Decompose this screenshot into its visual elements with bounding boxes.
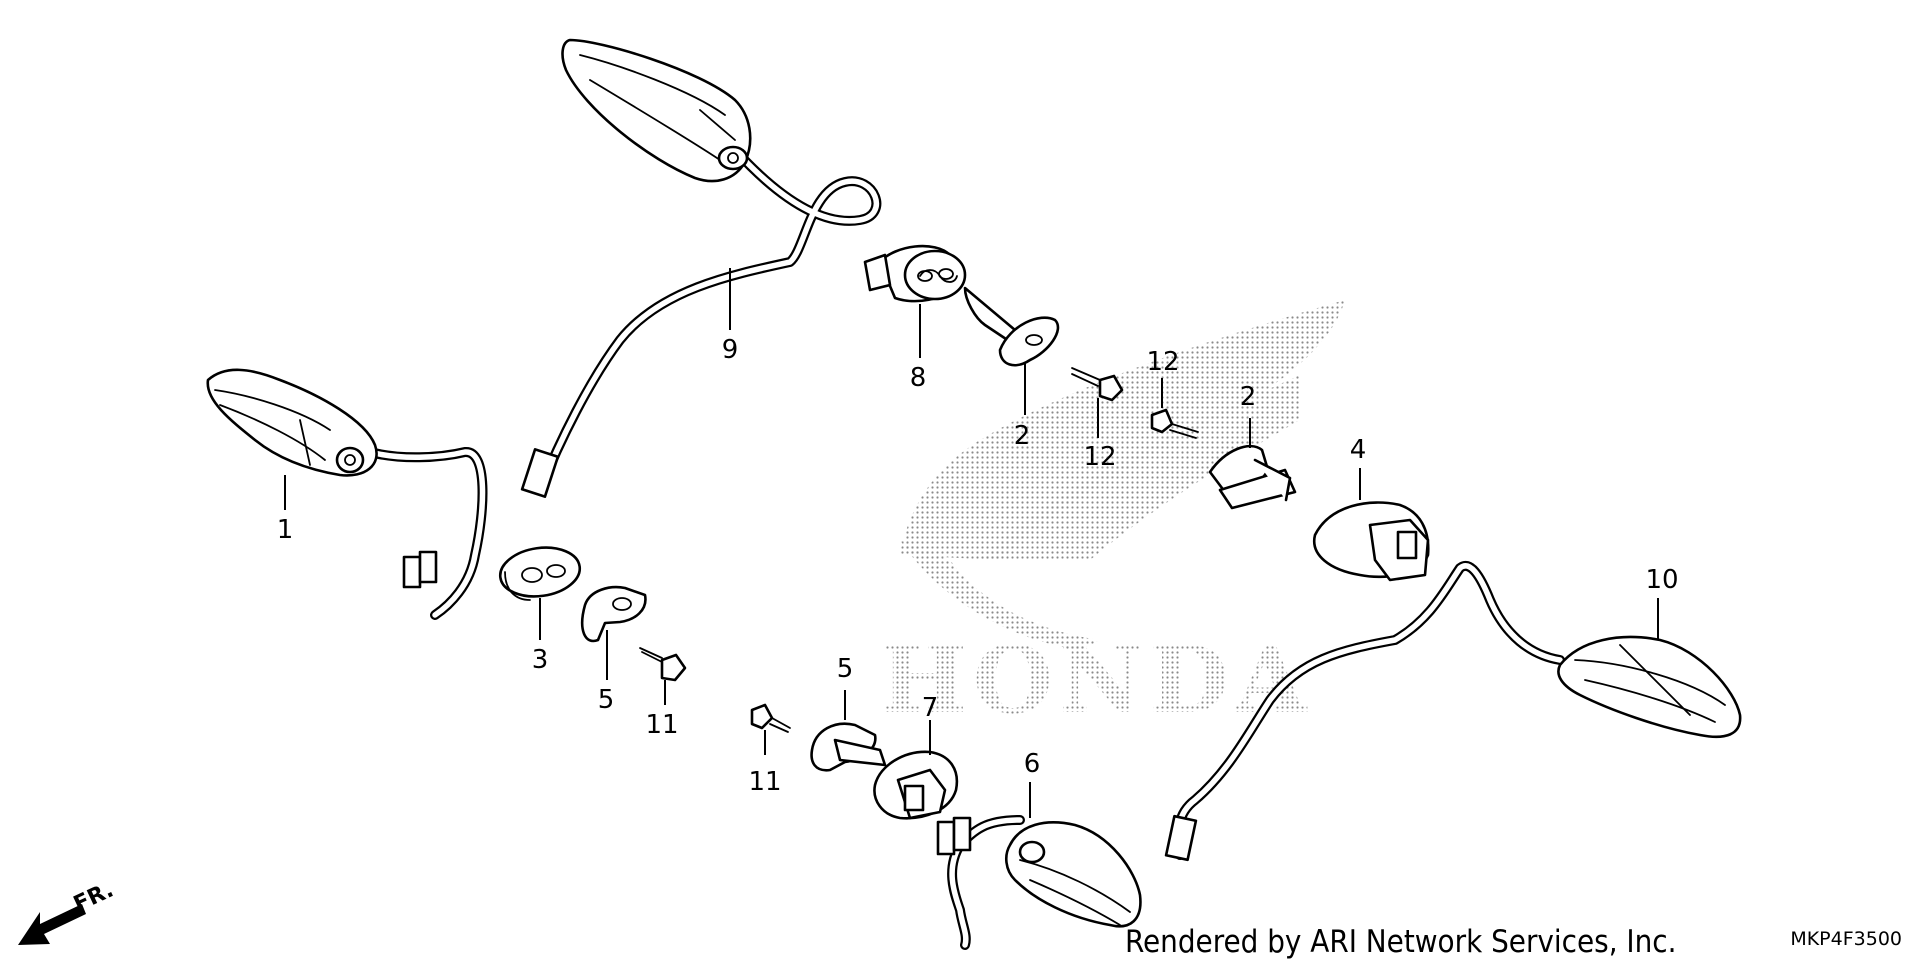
part-3-grommet [498, 546, 582, 601]
callout-11-upper: 11 [645, 710, 678, 740]
callout-3: 3 [532, 645, 549, 675]
callout-numbers: 1 2 2 3 4 5 5 6 7 8 9 10 11 11 12 12 [277, 335, 1679, 797]
part-2-bracket-lower [1208, 444, 1297, 510]
part-4-socket [1312, 501, 1430, 582]
part-12-bolt-upper [1071, 367, 1124, 402]
callout-8: 8 [910, 363, 927, 393]
part-11-bolt-lower [750, 703, 791, 733]
callout-2-upper: 2 [1014, 421, 1031, 451]
part-11-bolt-upper [639, 647, 687, 682]
render-credit: Rendered by ARI Network Services, Inc. [1125, 924, 1677, 960]
callout-5-lower: 5 [837, 654, 854, 684]
callout-11-lower: 11 [748, 767, 781, 797]
part-5-bracket-lower [810, 722, 887, 772]
part-2-bracket-upper [963, 286, 1060, 367]
diagram-code: MKP4F3500 [1790, 928, 1902, 950]
leader-lines [284, 268, 1659, 818]
part-10-turn-signal [1557, 635, 1742, 739]
callout-9: 9 [722, 335, 739, 365]
callout-6: 6 [1024, 749, 1041, 779]
callout-12-lower: 12 [1146, 347, 1179, 377]
wires [365, 145, 1565, 950]
bolts [639, 367, 1199, 733]
callout-4: 4 [1350, 435, 1367, 465]
honda-wing-logo: HONDA [880, 300, 1345, 734]
part-1-turn-signal [206, 368, 378, 477]
callout-7: 7 [922, 693, 939, 723]
part-7-socket [873, 750, 959, 820]
part-6-turn-signal [1005, 821, 1142, 928]
wire-connectors [402, 448, 1198, 862]
callout-2-lower: 2 [1240, 382, 1257, 412]
honda-watermark-text: HONDA [880, 626, 1312, 734]
front-direction-arrow-icon: FR. [18, 878, 117, 945]
callout-12-upper: 12 [1083, 442, 1116, 472]
part-8-stay [863, 244, 967, 303]
front-direction-label: FR. [70, 878, 117, 918]
callout-10: 10 [1645, 565, 1678, 595]
callout-5-left: 5 [598, 685, 615, 715]
part-12-bolt-lower [1150, 408, 1199, 439]
part-9-turn-signal [561, 38, 752, 183]
part-5-bracket-left [580, 585, 647, 643]
callout-1: 1 [277, 515, 294, 545]
